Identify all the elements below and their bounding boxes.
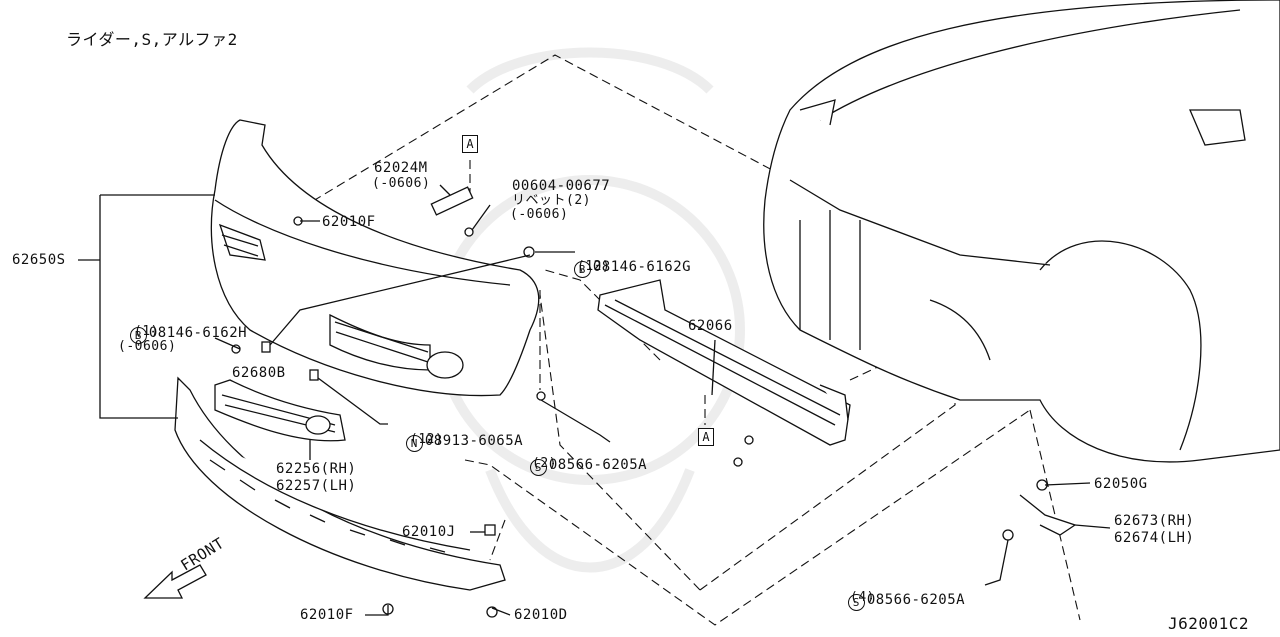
front-arrow-icon [143,564,207,599]
screw-08566-6205a-bottom-code: 08566-6205A [866,592,966,608]
screw-08566-6205a-mid-qty: (2) [532,456,557,471]
solid-leaders [78,184,1111,616]
part-62050g: 62050G [1094,476,1148,492]
bumper-fascia [210,119,540,397]
part-00604-range: (-0606) [510,207,569,222]
n-circle-icon: N [405,435,423,452]
nut-08913-6065a-code: 08913-6065A [424,433,524,449]
b-circle-icon: B [129,327,147,344]
box-tag-a-bottom: A [698,428,714,446]
part-62066: 62066 [688,318,733,334]
part-62650s: 62650S [12,252,66,268]
part-62010d: 62010D [514,607,568,623]
diagram-code: J62001C2 [1168,614,1250,633]
nut-08913-6065a-qty: (12) [410,432,444,447]
under-cover [174,376,506,591]
screw-08566-6205a-bottom-qty: (4) [850,590,875,605]
part-62010f-top: 62010F [322,214,376,230]
part-62673: 62673(RH) [1114,513,1195,529]
screw-08566-6205a-mid-code: 08566-6205A [548,457,648,473]
part-62680b: 62680B [232,365,286,381]
part-00604: 00604-00677 [512,178,611,194]
reinforcement-beam [597,279,851,446]
box-tag-a-top: A [462,135,478,153]
bolt-08146-6162h-qty: (1) [134,324,159,339]
model-note: ライダー,S,アルファ2 [66,30,238,49]
bolt-08146-6162g-qty: (12) [577,259,611,274]
part-62674: 62674(LH) [1114,530,1195,546]
part-62010f-bottom: 62010F [300,607,354,623]
bolt-08146-6162h-code: 08146-6162H [148,325,248,341]
part-62024m: 62024M [374,160,428,176]
part-62256: 62256(RH) [276,461,357,477]
b-circle-icon: B [573,261,591,278]
grille-bezel [214,379,346,442]
bolt-08146-6162g-code: 08146-6162G [592,259,692,275]
part-00604-rivet: リベット(2) [512,193,591,208]
part-62257: 62257(LH) [276,478,357,494]
part-62024m-range: (-0606) [372,176,431,191]
s-circle-icon: S [529,459,547,476]
s-circle-icon: S [847,594,865,611]
part-62010j: 62010J [402,524,456,540]
vehicle-body [763,0,1280,463]
bolt-08146-6162h-range: (-0606) [118,339,177,354]
